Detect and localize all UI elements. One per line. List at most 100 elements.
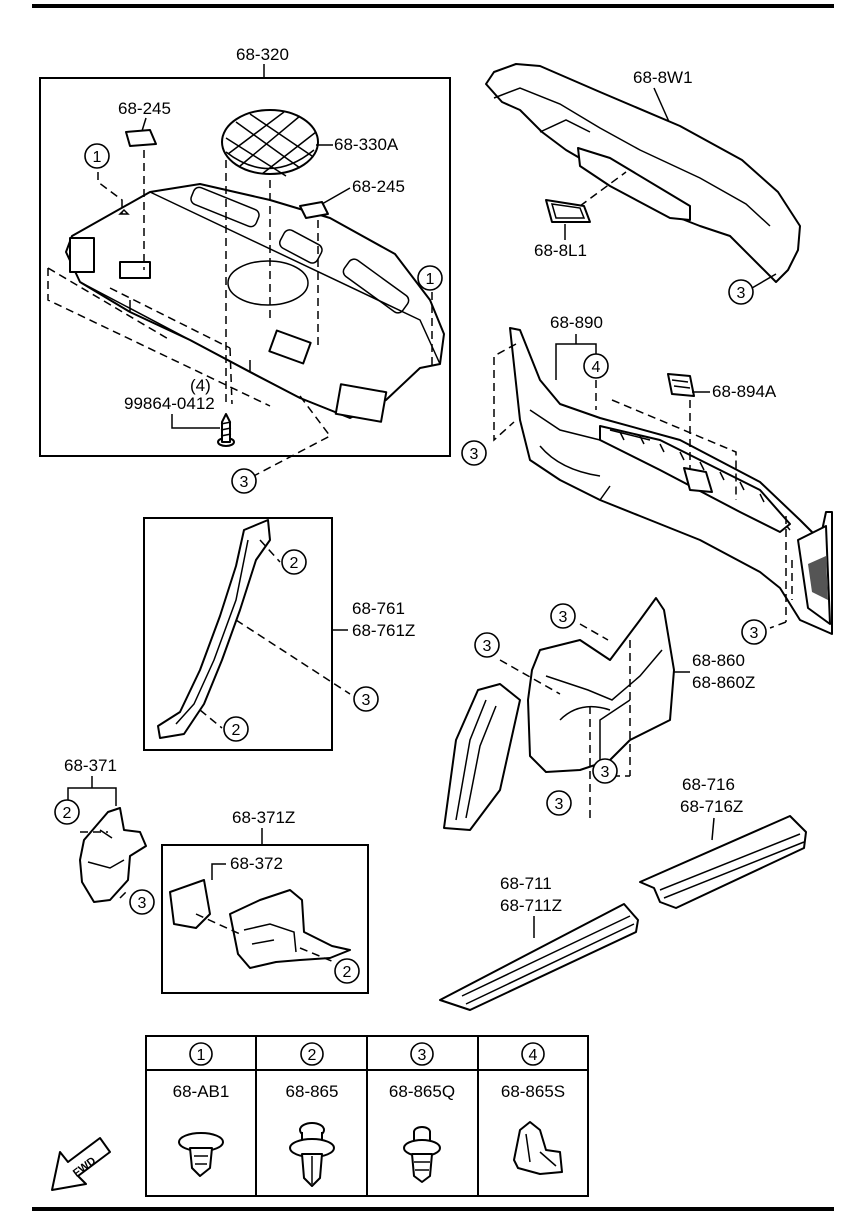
callout-2-a: 2 [281,549,307,575]
quarter-trim-flap [443,683,521,831]
tray-front-lip [79,281,351,419]
tray-bracket-1 [268,329,312,365]
side-trim-group: 68-890 68-894A [493,313,833,635]
lower-trim-group: 68-371 68-371Z 68-372 [64,756,369,994]
svg-text:4: 4 [529,1047,538,1064]
assembly-lines-side [493,343,793,629]
svg-text:3: 3 [737,285,746,302]
leader-68-245-left [141,117,147,132]
label-68-245-left: 68-245 [118,99,171,118]
fastener-col-1-part: 68-AB1 [173,1082,230,1101]
callout-1-b: 1 [417,265,443,291]
leader-68-716 [711,817,715,841]
fastener-col-4-part: 68-865S [501,1082,565,1101]
upper-trim-recess [577,147,691,221]
top-border [32,4,834,8]
assembly-line-8L1 [579,171,627,207]
svg-text:3: 3 [750,625,759,642]
svg-text:1: 1 [426,271,435,288]
tray-screw [217,413,235,447]
clip-68-AB1-icon [178,1132,224,1177]
side-trim-hatch [609,429,765,503]
assembly-lines-371 [80,831,127,899]
svg-text:2: 2 [63,805,72,822]
scuff-plates-group: 68-716 68-716Z 68-711 68-711Z [439,775,807,1011]
leader-68-372 [211,863,226,880]
scuff-plate-68-716 [639,815,807,909]
label-68-860: 68-860 [692,651,745,670]
label-68-716Z: 68-716Z [680,797,743,816]
tray-slot-2 [279,229,323,264]
upper-trim-panel [485,63,801,283]
label-99864-0412: 99864-0412 [124,394,215,413]
part-68-371Z-detail [243,923,297,953]
pillar-trim [157,519,271,739]
callout-3-b: 3 [728,279,754,305]
label-68-371: 68-371 [64,756,117,775]
svg-text:3: 3 [559,609,568,626]
label-68-761Z: 68-761Z [352,621,415,640]
callout-2-c: 2 [54,799,80,825]
label-68-320: 68-320 [236,45,289,64]
svg-text:1: 1 [197,1047,206,1064]
callout-2-b: 2 [223,716,249,742]
part-68-371-detail [87,829,125,869]
label-68-711: 68-711 [500,874,552,893]
fastener-col-3-number: 3 [410,1042,434,1066]
callout-3-h: 3 [592,758,618,784]
pillar-trim-group: 68-761 68-761Z [143,517,415,751]
part-68-894A-ribs [671,379,691,389]
svg-text:3: 3 [601,764,610,781]
quarter-trim-flap-ribs [455,699,497,821]
fastener-col-2-part: 68-865 [286,1082,339,1101]
label-68-894A: 68-894A [712,382,777,401]
label-68-711Z: 68-711Z [500,896,562,915]
fastener-table: 1 2 3 4 68-AB1 68-865 68-865Q 68-865S [145,1035,589,1197]
callout-1-a: 1 [84,143,110,169]
callout-3-d: 3 [741,619,767,645]
scuff-plate-711-ribs [461,915,635,1005]
side-trim-panel [509,327,833,635]
speaker-grille [221,109,319,177]
svg-text:1: 1 [93,149,102,166]
fastener-col-2-number: 2 [300,1042,324,1066]
label-68-8L1: 68-8L1 [534,241,587,260]
label-68-890: 68-890 [550,313,603,332]
leader-68-371 [67,776,117,806]
label-screw-qty: (4) [190,376,211,395]
svg-text:3: 3 [483,638,492,655]
svg-text:3: 3 [418,1047,427,1064]
lower-trim-box [161,844,369,994]
side-trim-grille [808,556,828,600]
pillar-trim-box [143,517,333,751]
label-68-860Z: 68-860Z [692,673,755,692]
clip-68-865-icon [289,1122,335,1187]
fastener-col-4-number: 4 [521,1042,545,1066]
tray-slot-1 [190,186,260,228]
callout-2-d: 2 [334,958,360,984]
fwd-arrow-icon: FWD [51,1137,111,1191]
label-68-245-right: 68-245 [352,177,405,196]
callout-circles: 1 1 3 3 4 3 3 2 2 3 3 3 3 3 2 3 2 [54,143,767,984]
part-68-894A [667,373,695,397]
svg-text:3: 3 [138,895,147,912]
assembly-lines-tray [47,150,433,481]
package-tray-group: 68-320 68-330A 68-245 68-245 [39,45,451,481]
callout-3-i: 3 [546,790,572,816]
part-68-372 [169,879,211,929]
leader-68-8W1 [653,87,671,125]
assembly-lines-371Z [195,913,335,963]
package-tray-box [39,77,451,457]
clip-68-865S-icon [513,1121,563,1175]
label-68-716: 68-716 [682,775,735,794]
label-68-371Z: 68-371Z [232,808,295,827]
svg-text:3: 3 [555,796,564,813]
speaker-opening [227,260,309,306]
tray-end-cap [334,383,388,423]
pad-68-245-left [125,129,157,147]
tray-left-end [69,237,95,273]
svg-text:2: 2 [290,555,299,572]
leader-99864-0412 [171,414,220,429]
svg-text:2: 2 [232,722,241,739]
